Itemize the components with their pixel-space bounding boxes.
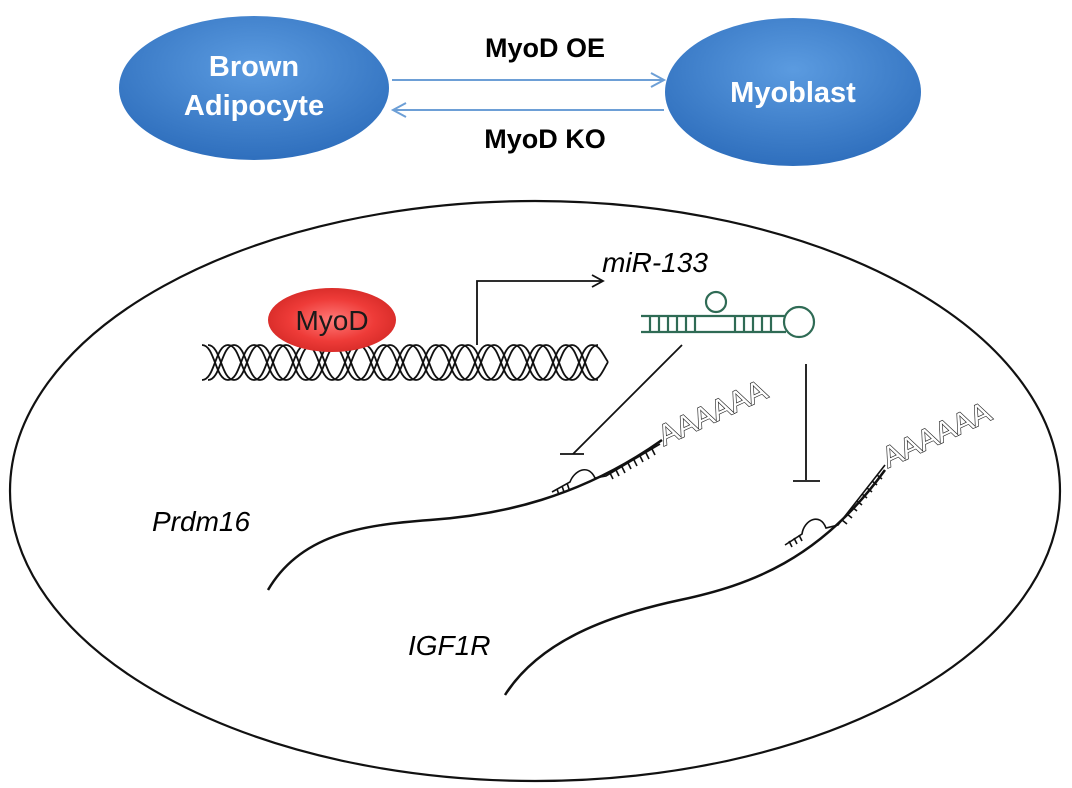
- brown-adipocyte-node: [119, 16, 389, 160]
- inhibition-igf1r: [793, 364, 820, 482]
- myod-oe-label: MyoD OE: [485, 33, 605, 63]
- myoblast-label: Myoblast: [730, 77, 856, 109]
- myod-ko-label: MyoD KO: [484, 124, 606, 154]
- igf1r-mrna: [503, 469, 887, 696]
- prdm16-bound-mirna: [551, 443, 661, 496]
- igf1r-label: IGF1R: [408, 630, 490, 661]
- inhibition-prdm16: [560, 344, 683, 455]
- prdm16-mrna: [266, 438, 663, 591]
- prdm16-polya-tail: AAAAAA: [653, 374, 772, 452]
- igf1r-bound-mirna: [784, 464, 886, 548]
- mir-133-hairpin: [641, 290, 816, 339]
- myod-oe-arrow: [392, 72, 667, 88]
- myod-protein: [268, 288, 396, 352]
- myod-protein-label: MyoD: [295, 305, 368, 336]
- brown-adipocyte-label-line2: Adipocyte: [184, 90, 324, 122]
- myoblast-node: [665, 18, 921, 166]
- dna-helix: [201, 344, 609, 381]
- brown-adipocyte-label-line1: Brown: [209, 51, 299, 83]
- mir-133-label: miR-133: [602, 247, 708, 278]
- igf1r-polya-tail: AAAAAA: [877, 396, 996, 474]
- prdm16-label: Prdm16: [152, 506, 250, 537]
- myod-ko-arrow: [390, 102, 664, 118]
- cell-outline: [8, 199, 1062, 783]
- transcription-arrow: [476, 274, 605, 345]
